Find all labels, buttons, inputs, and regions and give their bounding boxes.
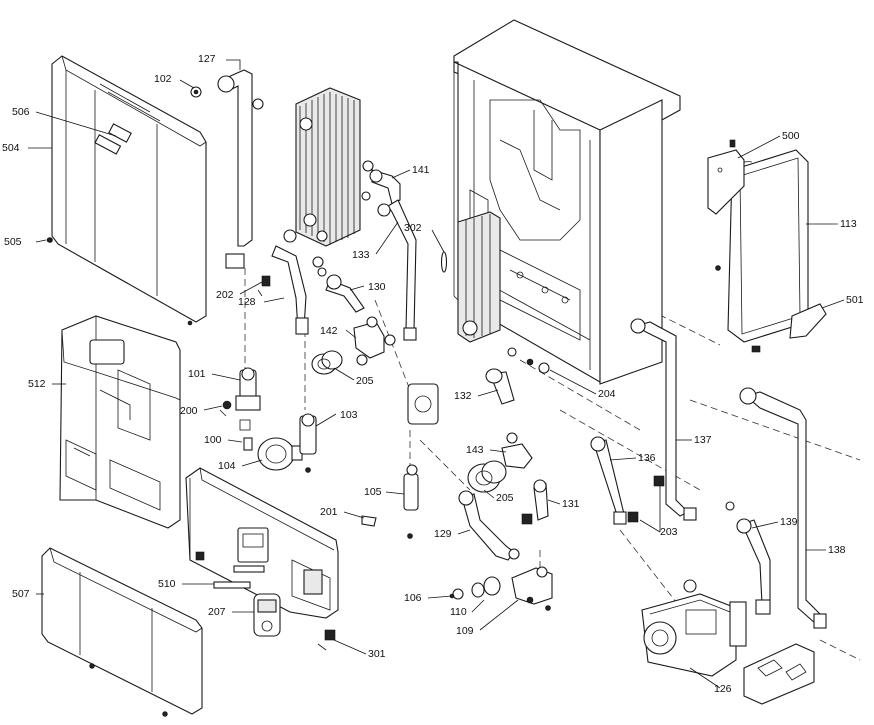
part-204 — [507, 347, 550, 374]
label-512: 512 — [28, 378, 46, 390]
label-302: 302 — [404, 222, 422, 234]
label-138: 138 — [828, 544, 846, 556]
part-200 — [219, 400, 232, 417]
label-110: 110 — [450, 606, 467, 618]
label-201: 201 — [320, 506, 338, 518]
label-507: 507 — [12, 588, 30, 600]
part-132 — [485, 368, 515, 405]
label-205a: 205 — [356, 375, 374, 387]
pipe-127 — [217, 69, 264, 269]
label-204: 204 — [598, 388, 616, 400]
label-113: 113 — [840, 218, 857, 230]
expansion-vessel-104 — [257, 437, 303, 471]
inner-panel-512 — [59, 315, 181, 529]
plate-heat-exchanger — [295, 87, 361, 247]
label-131: 131 — [562, 498, 580, 510]
pipe-136 — [590, 436, 627, 525]
part-110 — [471, 576, 501, 598]
valve-101 — [235, 367, 261, 411]
label-130: 130 — [368, 281, 386, 293]
label-137: 137 — [694, 434, 712, 446]
pipe-139 — [725, 501, 771, 615]
label-100: 100 — [204, 434, 222, 446]
label-510: 510 — [158, 578, 176, 590]
label-139: 139 — [780, 516, 798, 528]
label-136: 136 — [638, 452, 656, 464]
pipe-133 — [377, 199, 417, 341]
part-302 — [440, 251, 448, 273]
label-506: 506 — [12, 106, 30, 118]
label-106: 106 — [404, 592, 422, 604]
tee-142 — [353, 316, 396, 366]
part-143 — [501, 432, 533, 469]
part-labels: 127 102 506 504 505 141 302 133 130 128 … — [2, 53, 864, 695]
part-131 — [521, 479, 549, 525]
label-202: 202 — [216, 289, 234, 301]
part-109 — [511, 566, 553, 611]
label-205b: 205 — [496, 492, 514, 504]
front-cover-504 — [47, 55, 207, 326]
label-104: 104 — [218, 460, 236, 472]
gas-valve-126 — [641, 579, 747, 677]
bracket-500 — [707, 139, 745, 215]
part-203 — [627, 475, 665, 523]
pipe-128 — [271, 229, 309, 335]
label-103: 103 — [340, 409, 358, 421]
part-102 — [190, 86, 202, 98]
part-105 — [403, 464, 419, 539]
pipe-138 — [739, 387, 827, 629]
clip-301 — [317, 629, 336, 651]
leader-lines — [28, 59, 845, 689]
label-142: 142 — [320, 325, 338, 337]
label-500: 500 — [782, 130, 800, 142]
label-101: 101 — [188, 368, 206, 380]
label-141: 141 — [412, 164, 430, 176]
part-205-a — [311, 350, 343, 375]
part-106 — [449, 588, 464, 600]
label-203: 203 — [660, 526, 678, 538]
lower-panel-507 — [41, 547, 203, 717]
screw-505 — [46, 237, 52, 243]
part-201 — [361, 515, 377, 527]
display-module-207 — [253, 593, 281, 637]
control-panel-510 — [185, 467, 339, 619]
label-504: 504 — [2, 142, 20, 154]
label-200: 200 — [180, 405, 198, 417]
elbow-141 — [361, 160, 401, 205]
label-133: 133 — [352, 249, 370, 261]
label-127: 127 — [198, 53, 216, 65]
fitting-202 — [257, 275, 271, 297]
pump-housing — [407, 383, 439, 425]
valve-103 — [299, 413, 317, 473]
label-301: 301 — [368, 648, 386, 660]
part-100 — [239, 419, 253, 451]
label-102: 102 — [154, 73, 172, 85]
label-143: 143 — [466, 444, 484, 456]
label-105: 105 — [364, 486, 382, 498]
pipe-137 — [630, 318, 697, 521]
part-205-b — [467, 460, 507, 493]
label-132: 132 — [454, 390, 472, 402]
bracket-501 — [751, 303, 827, 353]
label-126: 126 — [714, 683, 732, 695]
label-128: 128 — [238, 296, 256, 308]
label-501: 501 — [846, 294, 864, 306]
label-505: 505 — [4, 236, 22, 248]
secondary-heat-exchanger — [457, 211, 501, 343]
label-129: 129 — [434, 528, 452, 540]
mounting-plate — [743, 643, 815, 705]
pipe-129 — [458, 490, 520, 561]
label-207: 207 — [208, 606, 226, 618]
fitting-130 — [312, 256, 365, 313]
label-109: 109 — [456, 625, 474, 637]
